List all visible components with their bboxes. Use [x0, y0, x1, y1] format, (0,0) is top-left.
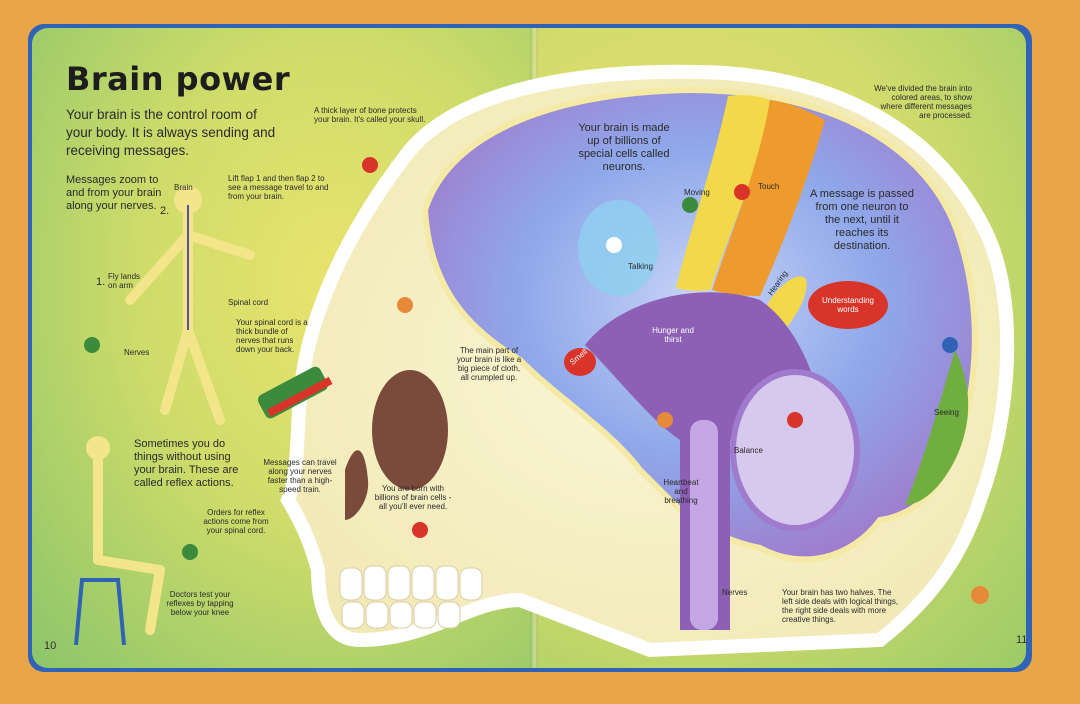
touch-area	[712, 100, 825, 296]
messages-travel-text: Messages can travel along your nerves fa…	[263, 458, 337, 494]
divided-text: We've divided the brain into colored are…	[874, 84, 972, 120]
spinal-cord-text: Your spinal cord is a thick bundle of ne…	[236, 318, 308, 354]
halves-text: Your brain has two halves. The left side…	[782, 588, 899, 624]
stool	[74, 578, 126, 646]
doctors-text: Doctors test your reflexes by tapping be…	[166, 590, 234, 617]
label-moving: Moving	[684, 188, 710, 197]
character-cloth-girl	[397, 297, 413, 313]
passed-text: A message is passed from one neuron to t…	[810, 188, 914, 252]
character-balancer	[787, 412, 803, 428]
reflex-text: Sometimes you do things without using yo…	[134, 438, 239, 489]
label-seeing: Seeing	[934, 408, 959, 417]
character-runner	[657, 412, 673, 428]
page-number-left: 10	[44, 640, 57, 652]
skull-text: A thick layer of bone protects your brai…	[314, 106, 426, 124]
reflex-figure	[86, 436, 165, 635]
stem-light	[690, 420, 718, 630]
character-moving	[682, 197, 698, 213]
seeing-area	[905, 350, 969, 505]
character-scientist	[606, 237, 622, 253]
character-painters	[971, 586, 989, 604]
character-seeing	[942, 337, 958, 353]
label-nerves-stem: Nerves	[722, 588, 748, 597]
label-heartbeat-breathing: Heartbeat and breathing	[663, 478, 699, 505]
cerebellum	[730, 369, 860, 531]
high-speed-train	[257, 366, 333, 419]
character-doctor-reflex	[182, 544, 198, 560]
nose-cavity	[345, 450, 369, 520]
label-spinal-cord: Spinal cord	[228, 298, 269, 307]
page-number-right: 11	[1016, 634, 1028, 646]
label-flap-1: 1.	[96, 276, 106, 288]
label-nerves: Nerves	[124, 348, 150, 357]
label-understanding-words: Understanding words	[821, 296, 875, 314]
page-title: Brain power	[66, 60, 291, 98]
crumpled-text: The main part of your brain is like a bi…	[456, 346, 522, 382]
label-flap-2: 2.	[160, 205, 170, 217]
label-talking: Talking	[628, 262, 653, 271]
character-touch	[734, 184, 750, 200]
teeth	[339, 565, 483, 629]
label-brain: Brain	[174, 183, 193, 192]
character-reader	[412, 522, 428, 538]
neurons-text: Your brain is made up of billions of spe…	[578, 122, 670, 173]
eye-socket	[372, 370, 448, 490]
messages-text: Messages zoom to and from your brain alo…	[66, 174, 162, 212]
character-skull-boy	[362, 157, 378, 173]
label-balance: Balance	[734, 446, 763, 455]
intro-text: Your brain is the control room of your b…	[66, 107, 276, 158]
lift-flap-text: Lift flap 1 and then flap 2 to see a mes…	[228, 174, 329, 201]
character-doctor-left	[84, 337, 100, 353]
smell-area	[564, 348, 596, 376]
label-fly-lands: Fly lands on arm	[108, 272, 141, 290]
moving-area	[676, 95, 770, 291]
born-with-text: You are born with billions of brain cell…	[374, 484, 452, 511]
orders-text: Orders for reflex actions come from your…	[203, 508, 269, 535]
nervous-system-figure	[125, 186, 255, 425]
understanding-words-area	[808, 281, 888, 329]
label-touch: Touch	[758, 182, 780, 191]
label-hunger-thirst: Hunger and thirst	[652, 326, 694, 344]
